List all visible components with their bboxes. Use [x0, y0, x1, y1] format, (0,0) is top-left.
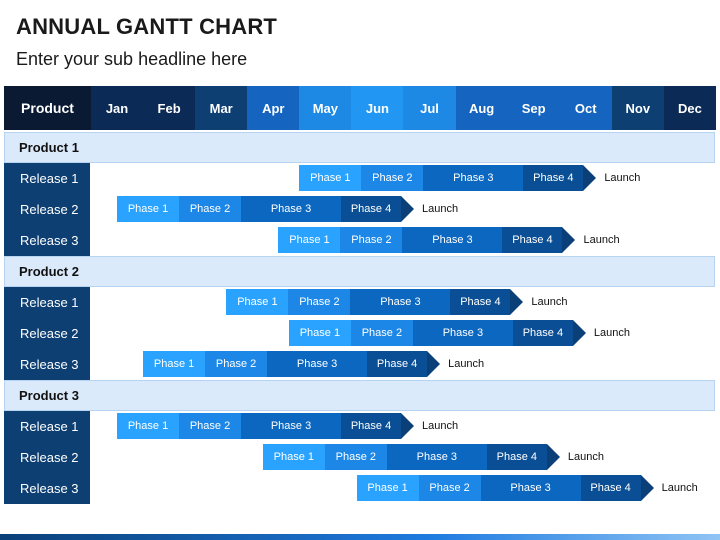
phase-3-segment: Phase 3	[241, 413, 342, 439]
phase-1-segment: Phase 1	[117, 413, 180, 439]
launch-label: Launch	[583, 234, 620, 246]
launch-arrow-icon	[510, 289, 524, 315]
release-label: Release 1	[4, 163, 90, 194]
product-row: Product 2	[4, 256, 715, 287]
phase-4-segment: Phase 4	[341, 196, 402, 222]
header-product-label: Product	[4, 86, 91, 130]
release-label: Release 3	[4, 349, 90, 380]
release-label: Release 2	[4, 318, 90, 349]
release-label: Release 2	[4, 194, 90, 225]
phase-1-segment: Phase 1	[262, 444, 325, 470]
launch-label: Launch	[604, 172, 641, 184]
header-month-oct: Oct	[559, 86, 612, 130]
phase-4-segment: Phase 4	[523, 165, 584, 191]
phase-4-segment: Phase 4	[502, 227, 563, 253]
launch-arrow-icon	[401, 413, 415, 439]
header-month-jul: Jul	[403, 86, 456, 130]
header-month-may: May	[299, 86, 352, 130]
launch-arrow-icon	[583, 165, 597, 191]
phase-3-segment: Phase 3	[350, 289, 451, 315]
header-month-jun: Jun	[351, 86, 404, 130]
phase-2-segment: Phase 2	[179, 413, 242, 439]
footer-gradient-bar	[0, 534, 720, 540]
product-row: Product 3	[4, 380, 715, 411]
product-row: Product 1	[4, 132, 715, 163]
phase-3-segment: Phase 3	[423, 165, 524, 191]
launch-arrow-icon	[401, 196, 415, 222]
header-month-feb: Feb	[143, 86, 196, 130]
phase-4-segment: Phase 4	[450, 289, 511, 315]
phase-2-segment: Phase 2	[418, 475, 481, 501]
launch-arrow-icon	[427, 351, 441, 377]
launch-label: Launch	[422, 420, 459, 432]
release-label: Release 1	[4, 287, 90, 318]
header-month-sep: Sep	[507, 86, 560, 130]
header-month-apr: Apr	[247, 86, 300, 130]
phase-3-segment: Phase 3	[267, 351, 368, 377]
launch-label: Launch	[661, 482, 698, 494]
phase-3-segment: Phase 3	[241, 196, 342, 222]
launch-label: Launch	[593, 327, 630, 339]
phase-4-segment: Phase 4	[580, 475, 641, 501]
header-month-dec: Dec	[663, 86, 716, 130]
header-month-aug: Aug	[455, 86, 508, 130]
phase-3-segment: Phase 3	[386, 444, 487, 470]
phase-2-segment: Phase 2	[179, 196, 242, 222]
phase-3-segment: Phase 3	[480, 475, 581, 501]
phase-1-segment: Phase 1	[117, 196, 180, 222]
phase-1-segment: Phase 1	[278, 227, 341, 253]
phase-3-segment: Phase 3	[402, 227, 503, 253]
release-label: Release 1	[4, 411, 90, 442]
header-month-mar: Mar	[195, 86, 248, 130]
launch-arrow-icon	[572, 320, 586, 346]
phase-1-segment: Phase 1	[299, 165, 362, 191]
phase-1-segment: Phase 1	[356, 475, 419, 501]
timeline-header: Product Jan Feb Mar Apr May Jun Jul Aug …	[4, 86, 716, 130]
release-label: Release 3	[4, 225, 90, 256]
phase-2-segment: Phase 2	[205, 351, 268, 377]
phase-2-segment: Phase 2	[288, 289, 351, 315]
launch-label: Launch	[422, 203, 459, 215]
phase-1-segment: Phase 1	[143, 351, 206, 377]
phase-3-segment: Phase 3	[412, 320, 513, 346]
release-label: Release 2	[4, 442, 90, 473]
launch-arrow-icon	[562, 227, 576, 253]
phase-4-segment: Phase 4	[512, 320, 573, 346]
phase-4-segment: Phase 4	[486, 444, 547, 470]
page-subtitle: Enter your sub headline here	[16, 49, 248, 69]
launch-arrow-icon	[546, 444, 560, 470]
launch-arrow-icon	[640, 475, 654, 501]
phase-2-segment: Phase 2	[340, 227, 403, 253]
header-month-nov: Nov	[611, 86, 664, 130]
launch-label: Launch	[567, 451, 604, 463]
phase-2-segment: Phase 2	[361, 165, 424, 191]
phase-4-segment: Phase 4	[367, 351, 428, 377]
phase-4-segment: Phase 4	[341, 413, 402, 439]
header-month-jan: Jan	[91, 86, 144, 130]
launch-label: Launch	[531, 296, 568, 308]
launch-label: Launch	[448, 358, 485, 370]
phase-2-segment: Phase 2	[350, 320, 413, 346]
phase-2-segment: Phase 2	[324, 444, 387, 470]
phase-1-segment: Phase 1	[226, 289, 289, 315]
release-label: Release 3	[4, 473, 90, 504]
phase-1-segment: Phase 1	[288, 320, 351, 346]
page-title: ANNUAL GANTT CHART	[16, 14, 278, 39]
